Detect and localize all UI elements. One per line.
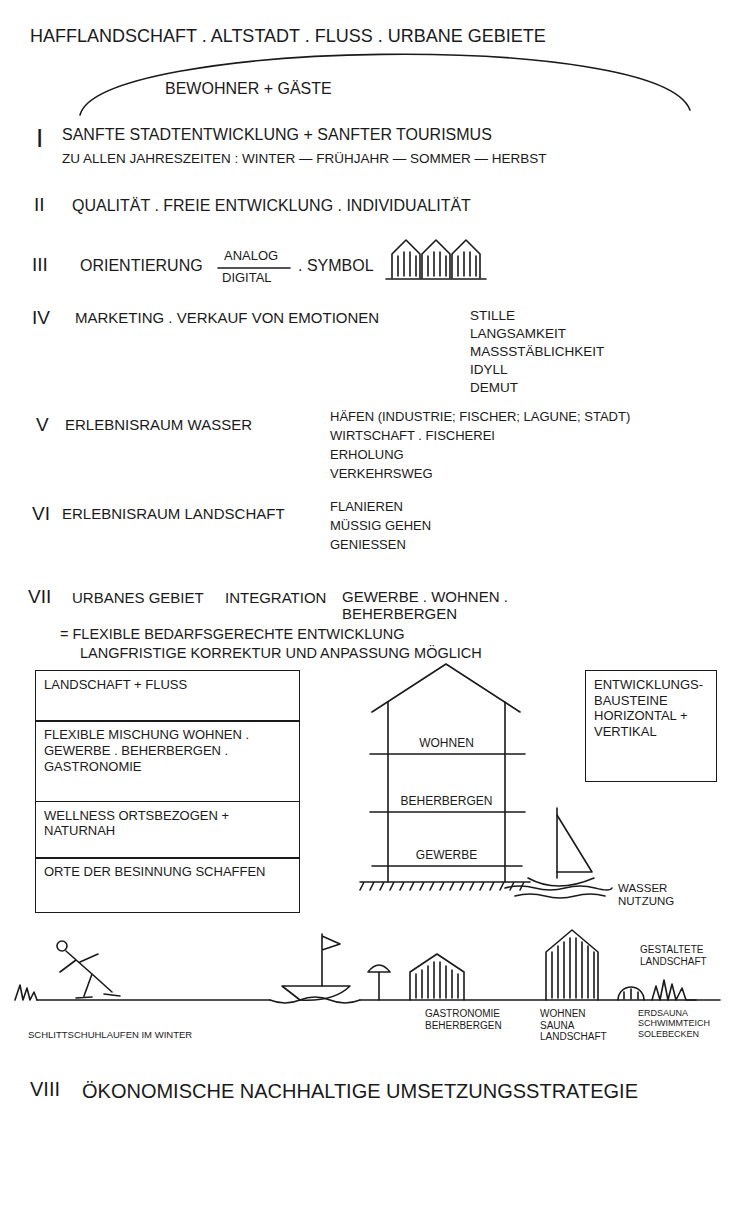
sketch-title: HAFFLANDSCHAFT . ALTSTADT . FLUSS . URBA… [30,26,546,47]
boat-hull [282,986,350,1000]
roman-numeral: VI [32,503,50,525]
illustration-label: WASSER NUTZUNG [618,882,698,908]
roman-numeral: VII [28,586,51,608]
mast [556,808,558,878]
pavilion-house [410,954,464,1000]
illustration-label: GESTALTETE LANDSCHAFT [640,944,725,967]
ground-hatch [360,882,530,890]
illustration-label: SCHLITTSCHUHLAUFEN IM WINTER [28,1030,192,1041]
box-text: WELLNESS ORTSBEZOGEN + NATURNAH [44,808,291,839]
text-box: ORTE DER BESINNUNG SCHAFFEN [35,857,300,913]
water-wave [505,886,612,890]
principle-text: ERLEBNISRAUM WASSER [65,416,252,433]
house-hatch [416,962,458,998]
designed-landscape [652,980,696,1000]
ground-line [386,278,486,280]
floor-label: GEWERBE [388,849,505,863]
principle-text: QUALITÄT . FREIE ENTWICKLUNG . INDIVIDUA… [72,197,471,215]
dome-hatch [624,989,638,999]
list-item: MASSSTÄBLICHKEIT [470,344,604,360]
ground-line [37,999,270,1001]
sail [557,815,592,872]
illustration-label: GASTRONOMIE BEHERBERGEN [425,1008,525,1031]
fraction-text: ANALOG [224,249,278,264]
list-item: FLANIEREN [330,500,403,515]
box-text: FLEXIBLE MISCHUNG WOHNEN . GEWERBE . BEH… [44,727,291,774]
list-item: ERHOLUNG [330,448,404,463]
principle-text: MARKETING . VERKAUF VON EMOTIONEN [75,309,379,326]
principle-text: ZU ALLEN JAHRESZEITEN : WINTER — FRÜHJAH… [62,151,547,167]
audience-text: BEWOHNER + GÄSTE [165,80,332,98]
roman-numeral: V [36,414,49,436]
illustration-label: WOHNEN SAUNA LANDSCHAFT [540,1008,612,1043]
hull [528,878,594,886]
list-item: GENIESSEN [330,538,406,553]
principle-text: INTEGRATION [225,589,326,606]
list-item: LANGSAMKEIT [470,326,566,342]
fraction-bar [218,267,290,269]
principle-text: URBANES GEBIET [72,589,204,606]
barn-house [546,930,598,1000]
roman-numeral: I [36,124,43,154]
floor-label: BEHERBERGEN [388,795,505,809]
audience-arc [80,54,690,115]
box-text: LANDSCHAFT + FLUSS [44,677,291,693]
text-box: FLEXIBLE MISCHUNG WOHNEN . GEWERBE . BEH… [35,720,300,802]
roman-numeral: II [34,194,45,216]
earth-sauna-dome [618,987,644,1000]
parasol [368,965,390,1000]
text-box: ENTWICKLUNGS- BAUSTEINE HORIZONTAL + VER… [585,670,717,782]
landscape-section [15,930,720,1003]
box-text: ORTE DER BESINNUNG SCHAFFEN [44,864,291,880]
boat-mast [322,934,340,986]
principle-text: LANGFRISTIGE KORREKTUR UND ANPASSUNG MÖG… [80,645,482,662]
fraction-text: DIGITAL [222,271,272,286]
principle-text: ERLEBNISRAUM LANDSCHAFT [62,505,285,522]
ground-line [360,999,720,1001]
list-item: IDYLL [470,362,508,378]
list-item: VERKEHRSWEG [330,467,433,482]
list-item: MÜSSIG GEHEN [330,519,431,534]
floor-line [370,754,525,866]
skater-body [60,951,120,998]
list-item: STILLE [470,308,515,324]
floor-label: WOHNEN [388,737,505,751]
box-text: ENTWICKLUNGS- BAUSTEINE HORIZONTAL + VER… [594,677,708,739]
text-box: LANDSCHAFT + FLUSS [35,670,300,722]
roman-numeral: IV [32,307,50,329]
principle-text: GEWERBE . WOHNEN . BEHERBERGEN [342,589,542,622]
principle-text: ÖKONOMISCHE NACHHALTIGE UMSETZUNGSSTRATE… [82,1080,638,1103]
principle-text: SANFTE STADTENTWICKLUNG + SANFTER TOURIS… [62,126,492,144]
house-hatch [398,252,476,276]
symbol-houses [386,240,486,279]
principle-text: = FLEXIBLE BEDARFSGERECHTE ENTWICKLUNG [60,626,404,643]
principle-text: ORIENTIERUNG [80,257,203,275]
sailboat [505,808,612,898]
illustration-label: ERDSAUNA SCHWIMMTEICH SOLEBECKEN [638,1008,724,1039]
grass-tuft [15,985,37,1000]
water-wave [515,894,605,898]
building-section [360,664,530,890]
list-item: DEMUT [470,380,518,396]
list-item: HÄFEN (INDUSTRIE; FISCHER; LAGUNE; STADT… [330,410,630,425]
skater-head [57,941,67,951]
roman-numeral: VIII [30,1078,60,1101]
text-box: WELLNESS ORTSBEZOGEN + NATURNAH [35,801,300,859]
house-hatch [552,938,594,998]
list-item: WIRTSCHAFT . FISCHEREI [330,429,495,444]
roof-line [372,664,520,712]
principle-text: . SYMBOL [298,257,374,275]
roman-numeral: III [32,254,48,276]
wall-line [388,702,505,882]
